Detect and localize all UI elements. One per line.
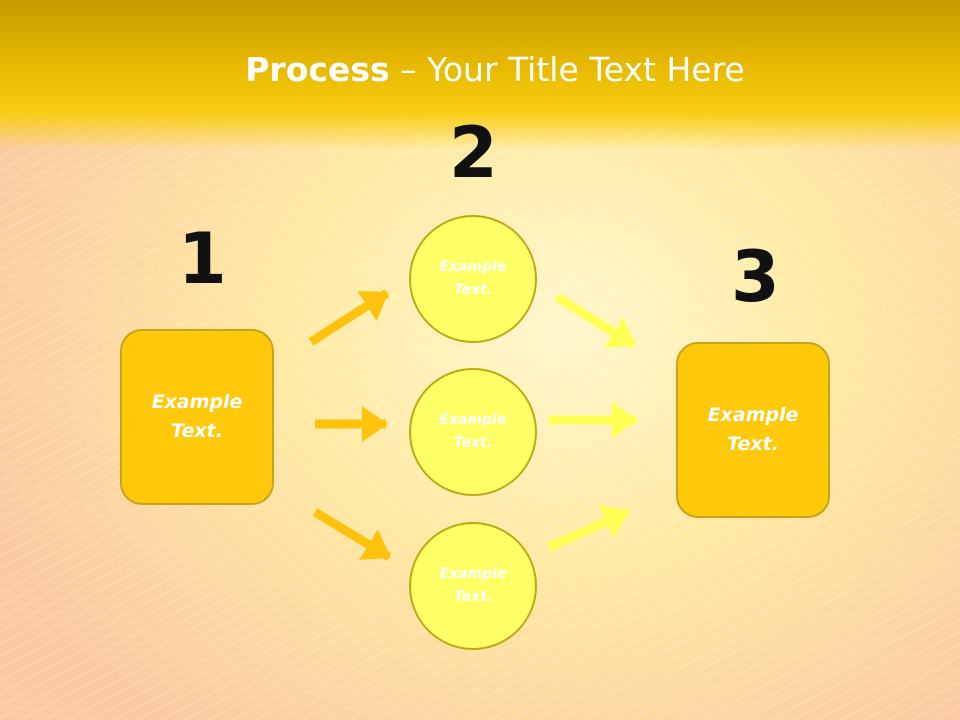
step-3-text-line1: Example: [707, 404, 799, 426]
step-2-circle-bottom: Example Text.: [409, 522, 537, 650]
circle-top-text-line2: Text.: [453, 282, 493, 298]
step-1-text-line1: Example: [151, 391, 243, 413]
circle-middle-text-line2: Text.: [453, 435, 493, 451]
step-2-circle-middle: Example Text.: [409, 368, 537, 496]
arrow-left-to-top: [308, 289, 390, 346]
step-1-text-line2: Text.: [171, 420, 223, 442]
arrow-top-to-right: [554, 293, 637, 349]
header-band: [0, 0, 960, 150]
arrow-bottom-to-right: [547, 505, 630, 552]
slide-title: Process – Your Title Text Here: [0, 50, 960, 89]
step-number-1: 1: [178, 218, 227, 300]
step-3-box: Example Text.: [676, 342, 830, 518]
circle-bottom-text-line1: Example: [439, 566, 507, 582]
step-3-text-line2: Text.: [727, 433, 779, 455]
circle-bottom-text-line2: Text.: [453, 589, 493, 605]
step-1-box: Example Text.: [120, 329, 274, 505]
step-number-2: 2: [449, 112, 498, 194]
title-rest: – Your Title Text Here: [389, 50, 745, 89]
circle-top-text-line1: Example: [439, 259, 507, 275]
title-bold: Process: [245, 50, 390, 89]
circle-middle-text-line1: Example: [439, 412, 507, 428]
step-number-3: 3: [731, 236, 780, 318]
arrow-left-to-bottom: [312, 508, 392, 561]
step-2-circle-top: Example Text.: [409, 215, 537, 343]
